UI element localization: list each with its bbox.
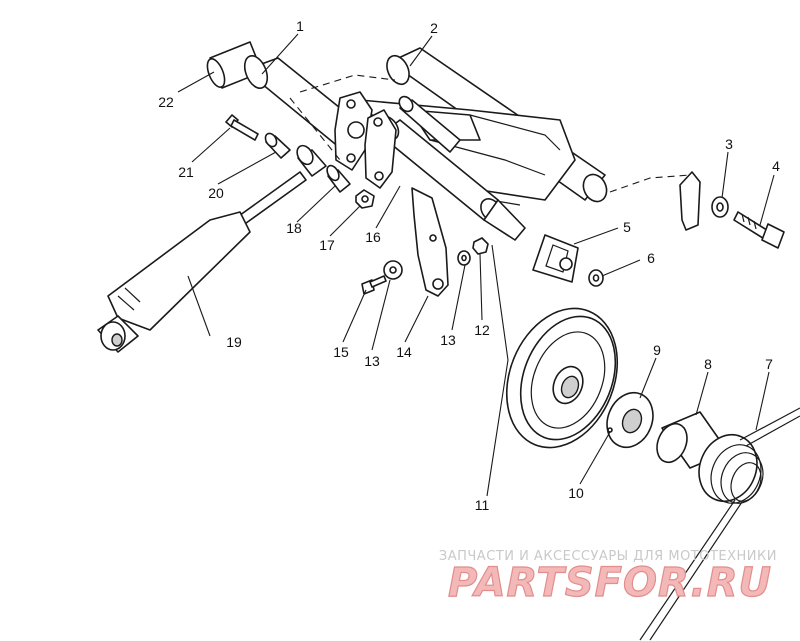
callout-14: 14 (396, 344, 412, 360)
watermark-logo: PARTSFOR.RU (448, 560, 772, 606)
mount-plate-right (364, 109, 397, 189)
washer-13-right (457, 250, 471, 266)
callout-4: 4 (772, 158, 780, 174)
callout-12: 12 (474, 322, 490, 338)
callout-1: 1 (296, 18, 304, 34)
bracket-5 (532, 234, 579, 283)
side-bracket (679, 171, 701, 231)
nut-17 (355, 189, 375, 209)
callout-9: 9 (653, 342, 661, 358)
callout-19: 19 (226, 334, 242, 350)
washer-6 (588, 269, 604, 287)
spacer-20 (264, 132, 291, 159)
callout-10: 10 (568, 485, 584, 501)
callout-6: 6 (647, 250, 655, 266)
bushing-18 (296, 144, 327, 177)
callout-22: 22 (158, 94, 174, 110)
watermark: ЗАПЧАСТИ И АКСЕССУАРЫ ДЛЯ МОТОТЕХНИКИ PA… (439, 549, 777, 607)
callout-2: 2 (430, 20, 438, 36)
bushing-upper (398, 95, 461, 153)
bolt-4 (733, 211, 785, 249)
callout-21: 21 (178, 164, 194, 180)
shock-absorber-19 (97, 171, 307, 353)
mount-plate-left (334, 91, 373, 171)
callout-16: 16 (365, 229, 381, 245)
callout-17: 17 (319, 237, 335, 253)
callout-8: 8 (704, 356, 712, 372)
spacer-18b (326, 164, 351, 193)
callout-20: 20 (208, 185, 224, 201)
callout-7: 7 (765, 356, 773, 372)
washer-3 (711, 196, 729, 218)
spring-7 (639, 407, 800, 641)
callout-3: 3 (725, 136, 733, 152)
callout-15: 15 (333, 344, 349, 360)
callout-5: 5 (623, 219, 631, 235)
washer-13-left (383, 260, 403, 280)
bracket-14 (411, 187, 449, 297)
nut-12 (472, 237, 489, 255)
callout-11: 11 (475, 497, 490, 513)
idler-wheel-11 (505, 307, 619, 449)
callouts: 1 2 3 4 5 6 7 8 9 10 11 12 13 13 14 15 1… (158, 18, 780, 513)
callout-18: 18 (286, 220, 302, 236)
watermark-tagline: ЗАПЧАСТИ И АКСЕССУАРЫ ДЛЯ МОТОТЕХНИКИ (439, 549, 777, 564)
leader-lines (177, 33, 775, 497)
bearing-ring-9 (606, 391, 654, 449)
bolt-15 (361, 275, 387, 295)
callout-13-right: 13 (440, 332, 456, 348)
bolt-21 (225, 114, 259, 141)
callout-13-left: 13 (364, 353, 380, 369)
